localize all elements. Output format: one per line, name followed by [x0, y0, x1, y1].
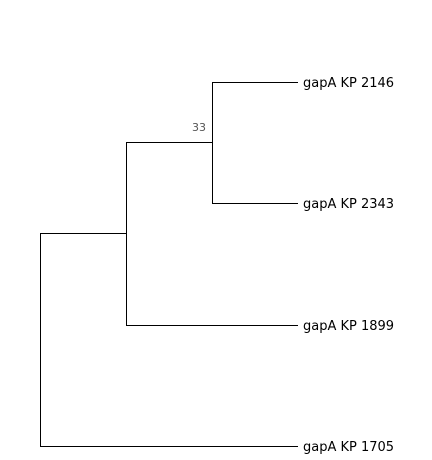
leaf-label-gapa-kp-2146: gapA KP 2146 — [303, 76, 394, 91]
leaf-label-gapa-kp-1705: gapA KP 1705 — [303, 440, 394, 455]
leaf-label-gapa-kp-1899: gapA KP 1899 — [303, 319, 394, 334]
support-value-label: 33 — [192, 121, 206, 134]
leaf-label-gapa-kp-2343: gapA KP 2343 — [303, 197, 394, 212]
